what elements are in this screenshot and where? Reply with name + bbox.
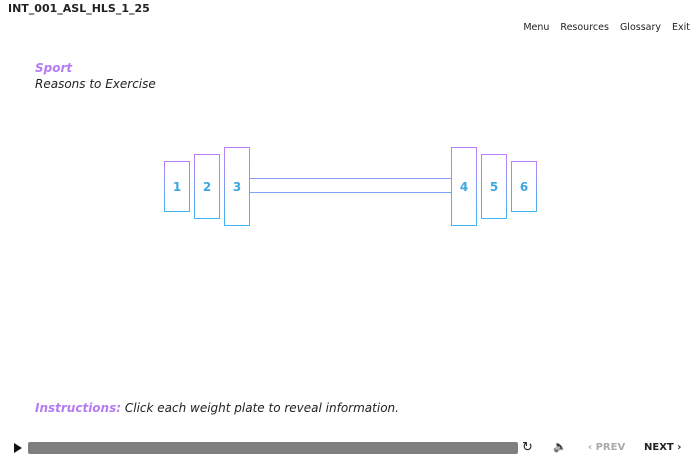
instructions: Instructions: Click each weight plate to… [35, 401, 399, 415]
glossary-link[interactable]: Glossary [619, 22, 661, 33]
category-label: Sport [35, 61, 73, 75]
course-title: INT_001_ASL_HLS_1_25 [8, 2, 150, 15]
volume-icon[interactable]: 🔈 [553, 440, 567, 453]
weight-plate-6[interactable]: 6 [511, 161, 537, 212]
prev-button[interactable]: ‹ PREV [588, 442, 626, 453]
progress-bar[interactable] [28, 442, 518, 454]
resources-link[interactable]: Resources [560, 22, 609, 33]
player-controls: ↻ 🔈 ‹ PREV NEXT › [0, 440, 700, 458]
replay-icon[interactable]: ↻ [522, 440, 533, 455]
instructions-text: Click each weight plate to reveal inform… [121, 401, 399, 415]
page-subtitle: Reasons to Exercise [35, 77, 156, 91]
weight-plate-1[interactable]: 1 [164, 161, 190, 212]
barbell-bar [250, 178, 451, 193]
menu-link[interactable]: Menu [523, 22, 550, 33]
play-icon[interactable] [14, 443, 22, 453]
weight-plate-4[interactable]: 4 [451, 147, 477, 226]
weight-plate-5[interactable]: 5 [481, 154, 507, 219]
weight-plate-3[interactable]: 3 [224, 147, 250, 226]
weight-plate-2[interactable]: 2 [194, 154, 220, 219]
next-button[interactable]: NEXT › [644, 442, 682, 453]
top-nav: Menu Resources Glossary Exit [523, 22, 690, 33]
instructions-label: Instructions: [35, 401, 122, 415]
exit-link[interactable]: Exit [672, 22, 690, 33]
